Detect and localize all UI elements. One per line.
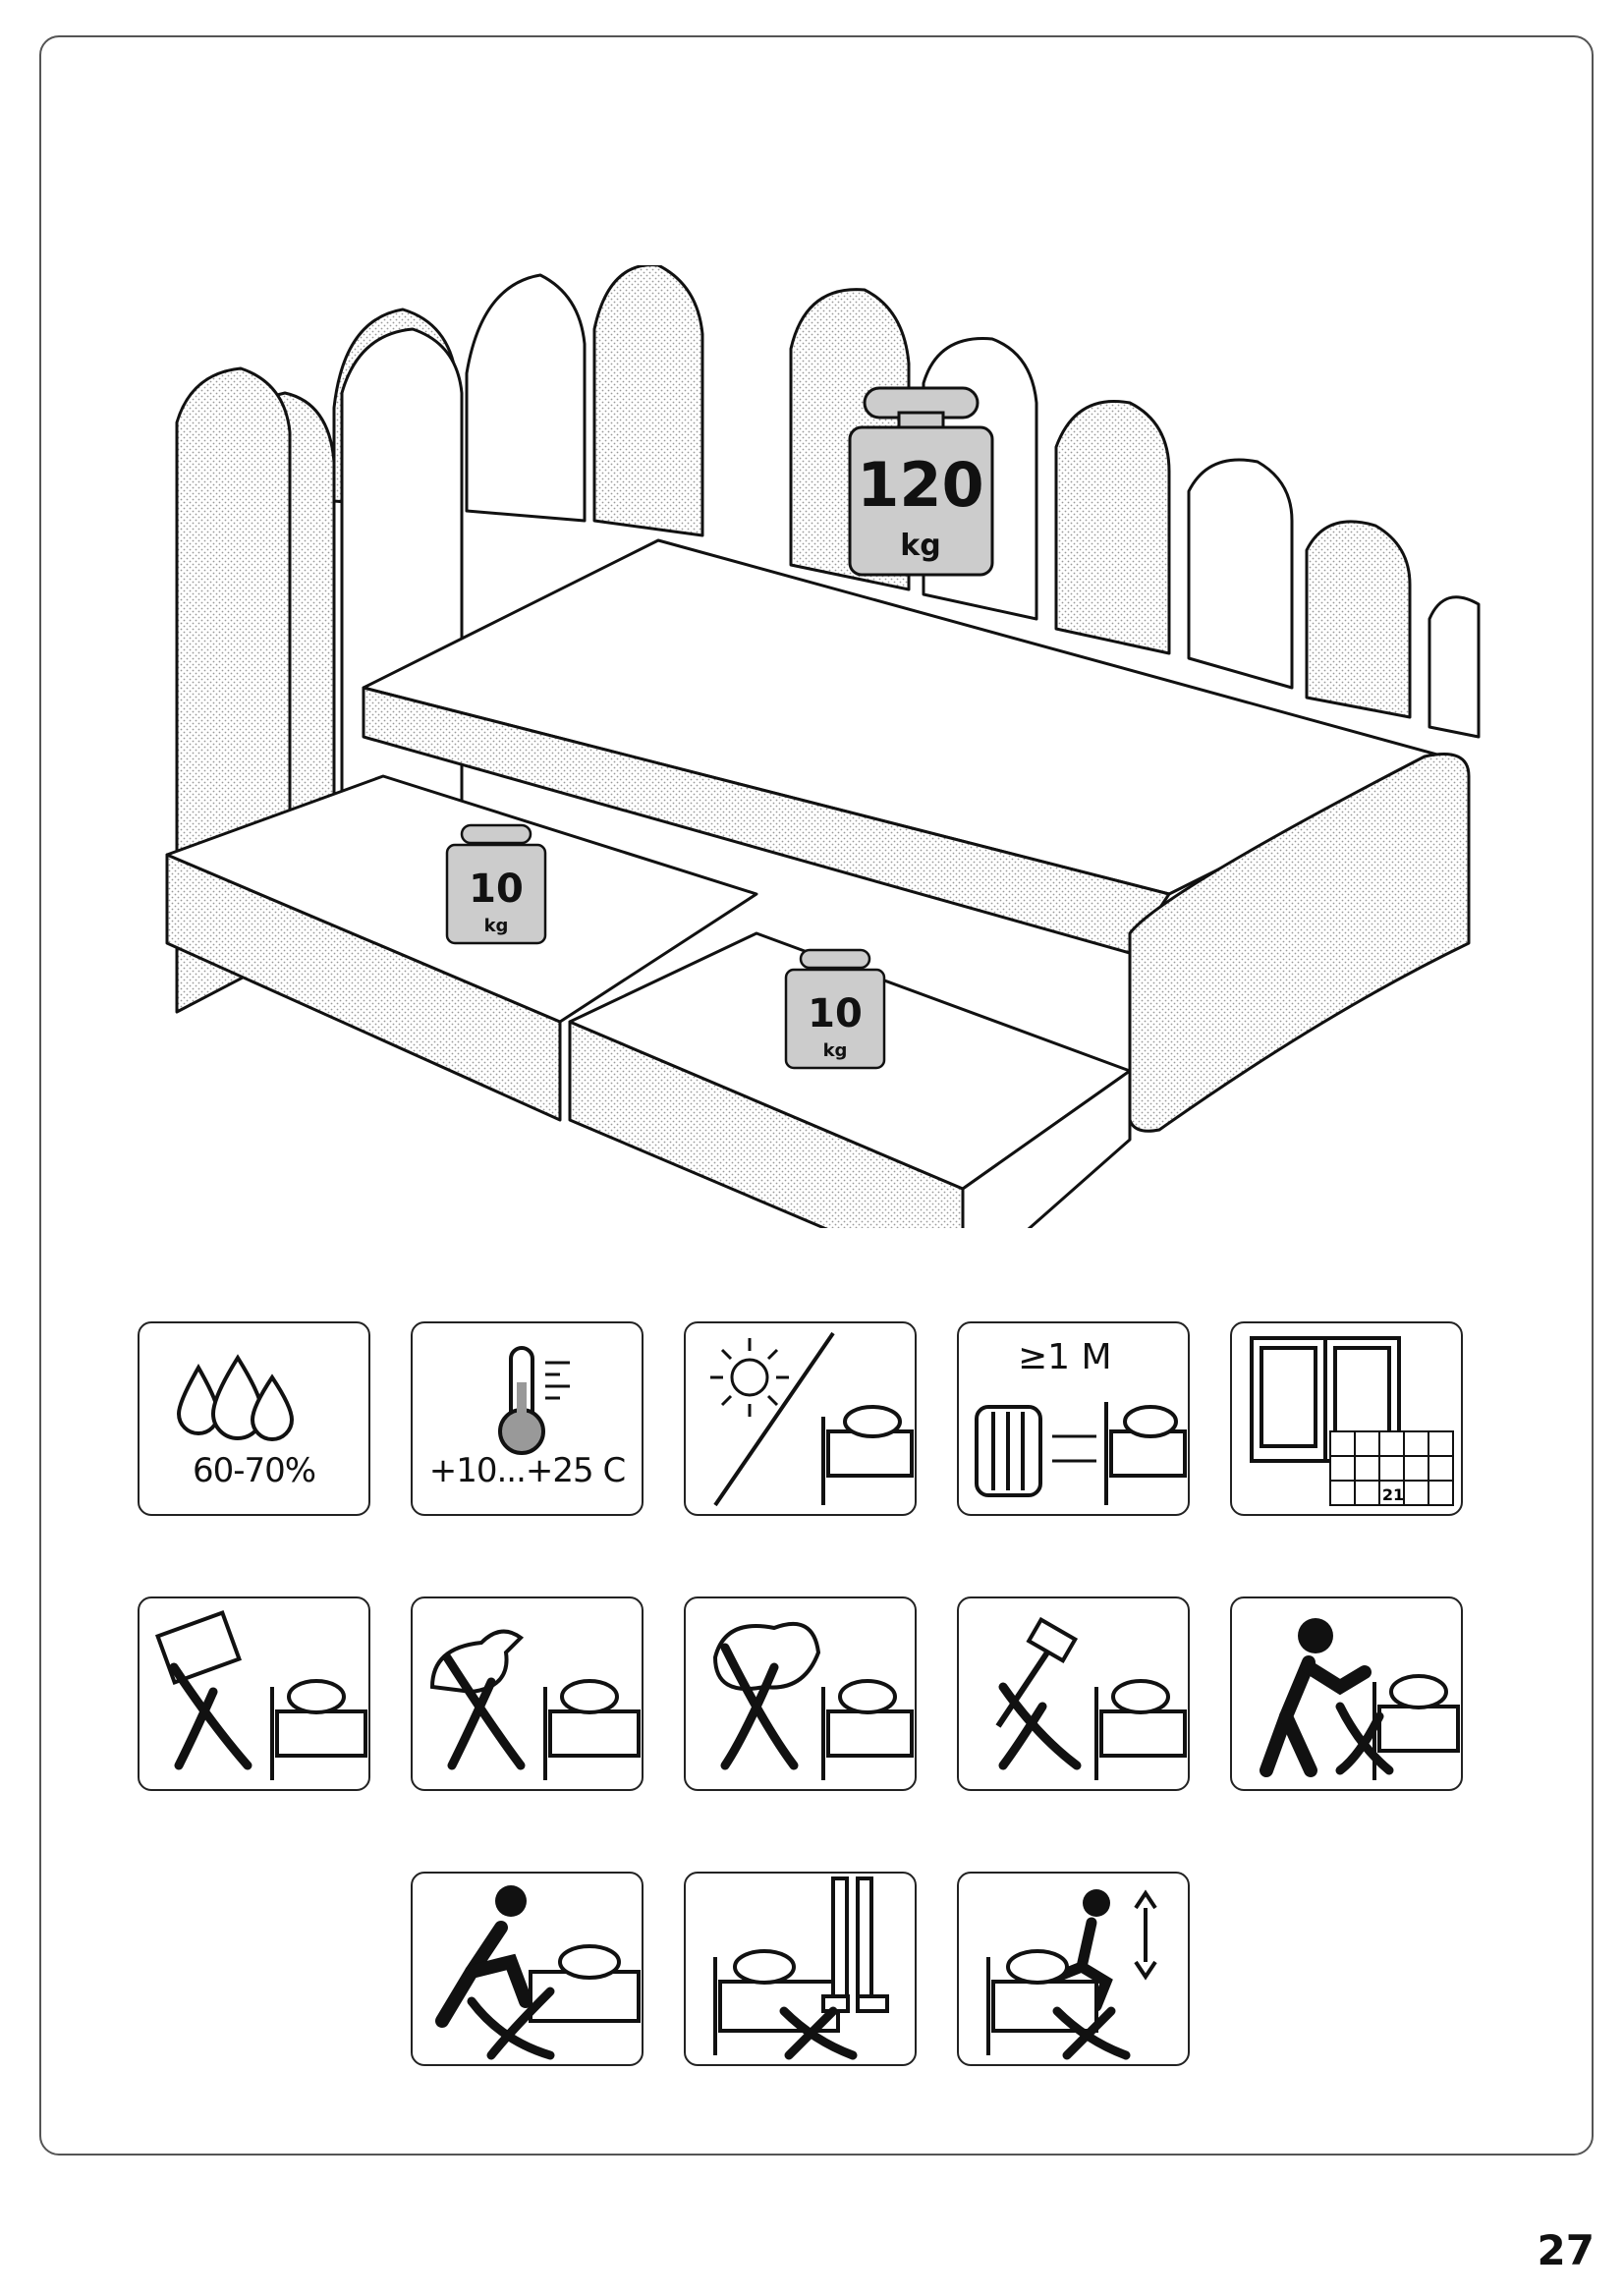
sunlight-tile bbox=[684, 1321, 917, 1516]
no-hammer-icon bbox=[995, 1616, 1187, 1780]
bed-illustration: 120 kg 10 kg 10 kg bbox=[165, 265, 1481, 1228]
no-pushing-icon bbox=[1260, 1618, 1460, 1780]
drawer-right-weight-unit: kg bbox=[823, 1040, 848, 1061]
bed-weight-unit: kg bbox=[900, 529, 940, 563]
content-frame bbox=[39, 35, 1594, 2156]
bed-weight-value: 120 bbox=[857, 449, 983, 521]
no-jumping-icon bbox=[986, 1889, 1157, 2060]
thermometer-icon bbox=[498, 1346, 570, 1455]
no-hammer-tile bbox=[957, 1596, 1190, 1791]
no-standing-tile bbox=[684, 1872, 917, 2066]
drawer-left-weight-value: 10 bbox=[469, 867, 524, 912]
no-chemicals-icon bbox=[429, 1629, 641, 1780]
no-sponge-icon bbox=[712, 1622, 914, 1780]
no-wet-cloth-icon bbox=[154, 1609, 367, 1780]
sun-icon bbox=[710, 1331, 914, 1507]
distance-label: ≥1 M bbox=[1018, 1337, 1112, 1377]
humidity-label: 60-70% bbox=[192, 1451, 316, 1490]
no-sitting-edge-icon bbox=[435, 1885, 641, 2060]
no-sitting-edge-tile bbox=[411, 1872, 644, 2066]
no-wet-cloth-tile bbox=[138, 1596, 370, 1791]
heater-distance-icon bbox=[975, 1402, 1187, 1505]
no-chemicals-tile bbox=[411, 1596, 644, 1791]
temperature-label: +10...+25 C bbox=[428, 1451, 626, 1490]
drawer-left-weight-unit: kg bbox=[484, 916, 509, 936]
calendar-day: 21 bbox=[1382, 1485, 1404, 1504]
drawer-right-weight-value: 10 bbox=[808, 991, 863, 1036]
weight-drawer-left-icon: 10 kg bbox=[445, 823, 547, 945]
no-jumping-tile bbox=[957, 1872, 1190, 2066]
page-number: 27 bbox=[1537, 2226, 1595, 2274]
no-sponge-tile bbox=[684, 1596, 917, 1791]
heater-distance-tile: ≥1 M bbox=[957, 1321, 1190, 1516]
weight-drawer-right-icon: 10 kg bbox=[784, 948, 886, 1070]
no-standing-icon bbox=[713, 1876, 889, 2060]
window-calendar-icon: 21 bbox=[1250, 1336, 1454, 1506]
acclimatize-tile: 21 bbox=[1230, 1321, 1463, 1516]
water-drops-icon bbox=[176, 1354, 295, 1441]
no-pushing-tile bbox=[1230, 1596, 1463, 1791]
humidity-tile: 60-70% bbox=[138, 1321, 370, 1516]
weight-bed-icon: 120 kg bbox=[848, 386, 994, 577]
temperature-tile: +10...+25 C bbox=[411, 1321, 644, 1516]
